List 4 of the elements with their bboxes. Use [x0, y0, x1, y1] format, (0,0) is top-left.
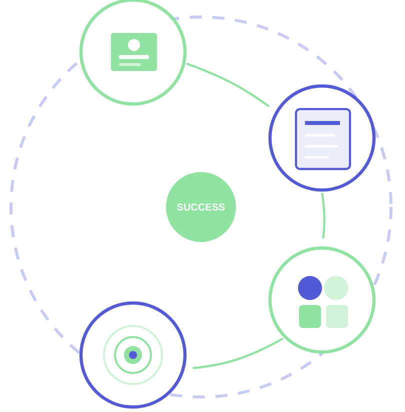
connector-line	[192, 338, 284, 370]
connector-line	[186, 62, 270, 108]
icon-circle	[79, 301, 187, 409]
connector-line	[321, 192, 326, 239]
